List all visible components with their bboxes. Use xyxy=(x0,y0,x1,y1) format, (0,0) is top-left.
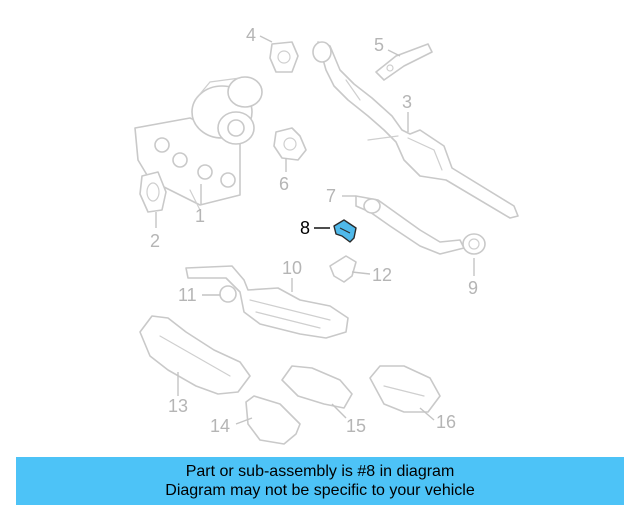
banner-line-2: Diagram may not be specific to your vehi… xyxy=(165,482,475,499)
part-12-bracket[interactable] xyxy=(329,255,357,283)
part-11-hanger[interactable] xyxy=(219,285,237,303)
callout-3[interactable]: 3 xyxy=(402,92,412,112)
callout-2[interactable]: 2 xyxy=(150,231,160,251)
part-4-flange-gasket[interactable] xyxy=(269,41,299,73)
part-3-front-pipe-catalytic-converter[interactable] xyxy=(312,41,519,219)
callout-8-selected[interactable]: 8 xyxy=(300,218,310,238)
callout-9[interactable]: 9 xyxy=(468,278,478,298)
part-7-intermediate-pipe[interactable] xyxy=(355,195,465,255)
callout-16[interactable]: 16 xyxy=(436,412,456,432)
callout-13[interactable]: 13 xyxy=(168,396,188,416)
exhaust-parts-diagram: 1 2 3 4 5 6 7 8 9 10 11 12 13 14 15 16 xyxy=(134,25,519,445)
part-10-muffler[interactable] xyxy=(185,265,349,339)
part-8-bracket-highlighted[interactable] xyxy=(333,219,357,243)
callout-11[interactable]: 11 xyxy=(178,285,197,305)
part-5-bracket[interactable] xyxy=(375,43,433,81)
part-16-heat-shield[interactable] xyxy=(369,365,441,413)
part-2-gasket[interactable] xyxy=(139,171,167,213)
callout-6[interactable]: 6 xyxy=(279,174,289,194)
callout-5[interactable]: 5 xyxy=(374,35,384,55)
callout-12[interactable]: 12 xyxy=(372,265,392,285)
part-15-heat-shield[interactable] xyxy=(281,365,353,409)
part-9-rubber-hanger[interactable] xyxy=(462,233,486,255)
banner-line-1: Part or sub-assembly is #8 in diagram xyxy=(185,463,455,480)
part-6-clamp[interactable] xyxy=(273,127,307,161)
callout-1[interactable]: 1 xyxy=(195,206,205,226)
callout-10[interactable]: 10 xyxy=(282,258,302,278)
callout-4[interactable]: 4 xyxy=(246,25,256,45)
part-14-heat-shield[interactable] xyxy=(245,395,301,445)
callout-15[interactable]: 15 xyxy=(346,416,366,436)
callout-14[interactable]: 14 xyxy=(210,416,230,436)
part-13-heat-shield[interactable] xyxy=(139,315,251,395)
info-banner: Part or sub-assembly is #8 in diagram Di… xyxy=(16,457,624,505)
callout-7[interactable]: 7 xyxy=(326,186,336,206)
